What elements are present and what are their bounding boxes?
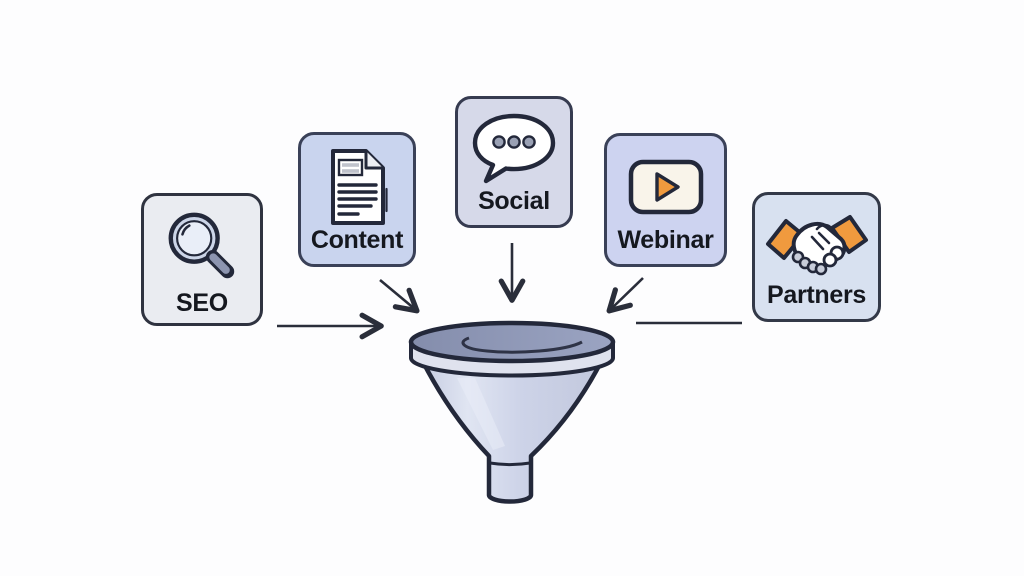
channel-card-webinar: Webinar — [604, 133, 727, 267]
arrow-webinar-to-funnel — [606, 277, 644, 314]
channel-label-partners: Partners — [766, 280, 867, 309]
channel-card-seo: SEO — [141, 193, 263, 326]
channel-label-seo: SEO — [176, 289, 228, 317]
channel-label-social: Social — [478, 186, 550, 215]
funnel-icon — [408, 320, 616, 504]
channel-card-partners: Partners — [752, 192, 881, 322]
channel-card-content: Content — [298, 132, 416, 267]
funnel-rim — [409, 357, 615, 378]
chat-bubble-icon — [467, 111, 561, 188]
video-player-icon — [627, 148, 705, 227]
channel-label-content: Content — [310, 226, 404, 254]
funnel-stem-line — [489, 461, 531, 466]
document-icon — [325, 147, 389, 227]
funnel-opening — [408, 320, 616, 364]
channel-label-webinar: Webinar — [617, 225, 714, 254]
channel-card-social: Social — [455, 96, 573, 228]
funnel-cone — [420, 359, 604, 504]
arrow-content-to-funnel — [379, 279, 420, 314]
handshake-icon — [765, 207, 869, 282]
magnifier-icon — [161, 208, 243, 290]
